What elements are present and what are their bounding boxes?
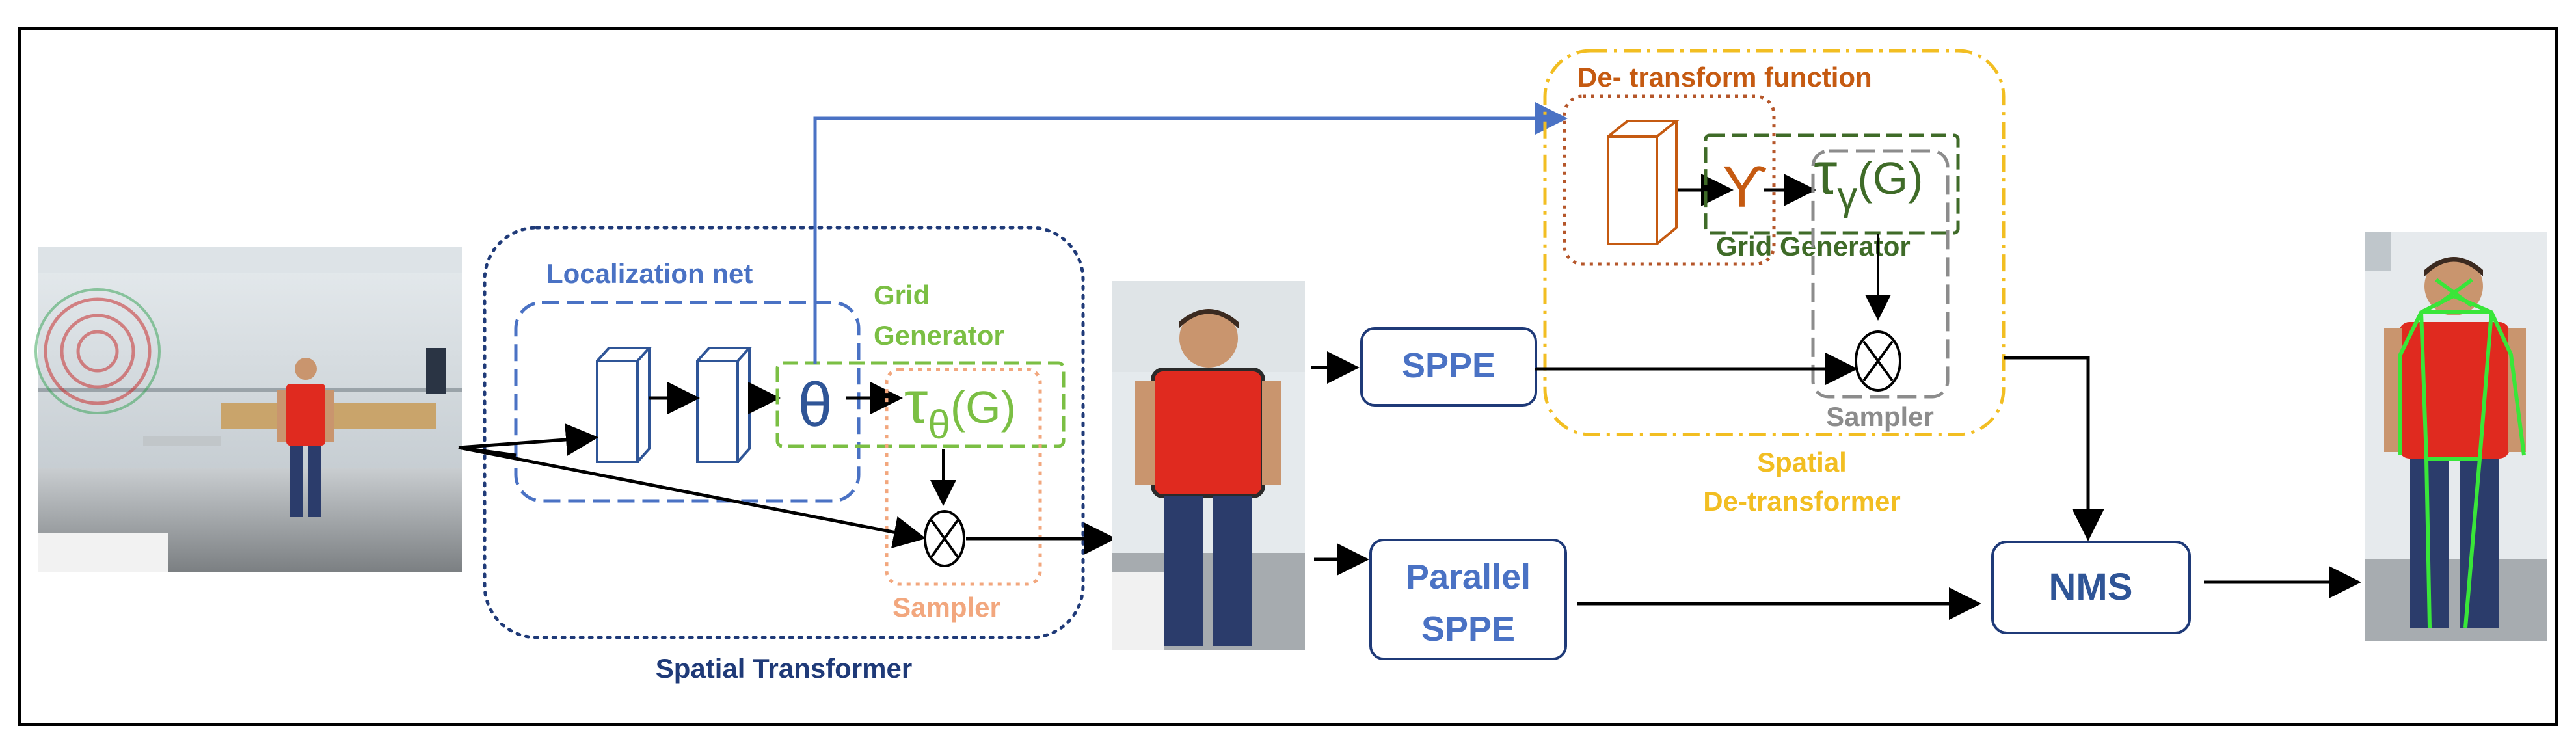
theta-symbol: θ — [798, 370, 832, 440]
input-photo — [34, 247, 462, 572]
output-photo — [2365, 232, 2547, 641]
detransform-grid-generator-box — [1704, 133, 1960, 235]
arrow-input-to-sampler-2 — [458, 446, 517, 457]
spatial-transformer-label: Spatial Transformer — [656, 653, 912, 684]
sampler-label: Sampler — [892, 592, 1000, 623]
grid-generator-box — [775, 361, 1066, 448]
detransform-sampler-box — [1811, 149, 1950, 399]
arrow-input-to-sampler — [458, 446, 926, 548]
tau-arg-2: (G) — [1857, 153, 1923, 204]
sppe-box — [1360, 327, 1537, 407]
sampler-box — [885, 368, 1042, 586]
multiply-node-1 — [924, 510, 965, 567]
parallel-sppe-box — [1369, 539, 1567, 660]
pose-skeleton — [2398, 278, 2526, 628]
parallel-sppe-label-1: Parallel — [1406, 557, 1531, 596]
grid-generator-label-1: Grid — [874, 280, 930, 310]
spatial-detransformer-label-1: Spatial — [1757, 447, 1847, 477]
tau-sub-gamma: γ — [1837, 174, 1857, 219]
cropped-person-photo — [1112, 281, 1305, 650]
tau-char: τ — [904, 369, 928, 436]
layer-block-1 — [596, 347, 652, 463]
sppe-label: SPPE — [1402, 346, 1496, 385]
detransform-sampler-label: Sampler — [1826, 401, 1934, 432]
cube-icon — [1607, 120, 1680, 245]
arrow-input-to-localization — [458, 423, 598, 456]
theta-to-detransform-arrow — [813, 102, 1568, 364]
detransform-function-box — [1563, 94, 1776, 266]
multiply-node-2 — [1855, 330, 1901, 392]
tau-arg: (G) — [950, 382, 1016, 433]
detransform-function-label: De- transform function — [1577, 62, 1872, 92]
spatial-transformer-box — [483, 226, 1085, 639]
gamma-symbol: ϒ — [1722, 155, 1767, 220]
localization-net-box — [514, 301, 861, 503]
layer-block-2 — [696, 347, 753, 463]
tau-theta-symbol: τθ(G) — [904, 369, 1016, 448]
spatial-detransformer-label-2: De-transformer — [1703, 486, 1900, 516]
outer-frame — [18, 27, 2558, 726]
person-figure — [277, 358, 334, 517]
spatial-detransformer-box — [1543, 49, 2006, 436]
nms-box — [1991, 541, 2191, 634]
tau-sub-theta: θ — [928, 403, 950, 448]
parallel-sppe-label-2: SPPE — [1421, 609, 1515, 649]
localization-net-label: Localization net — [546, 258, 753, 289]
grid-generator-label-2: Generator — [874, 320, 1004, 351]
nms-label: NMS — [2049, 566, 2133, 608]
